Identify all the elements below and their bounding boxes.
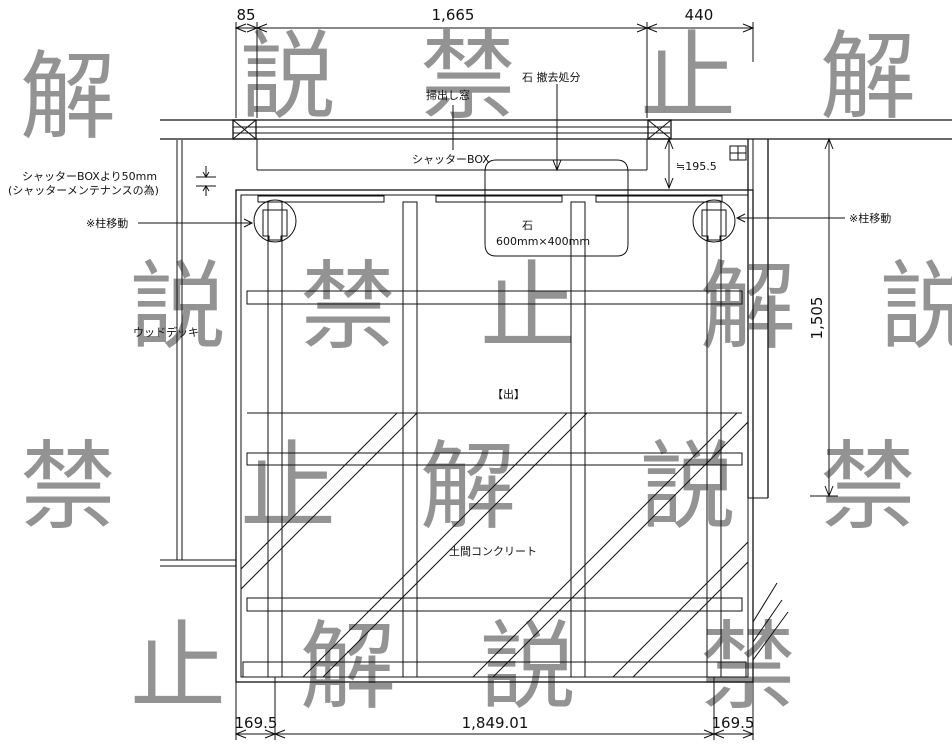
wood-deck-outline <box>160 140 236 567</box>
wall-post-right <box>647 119 672 140</box>
hatch-line <box>632 561 748 677</box>
watermark-glyph: 禁 <box>300 251 396 363</box>
watermark-glyph: 禁 <box>820 431 916 543</box>
dim-top-middle: 1,665 <box>432 6 475 24</box>
top-gutter <box>257 195 723 203</box>
watermark-glyph: 止 <box>240 431 336 543</box>
shutter-gap-dimension <box>196 166 216 196</box>
horizontal-beam-1 <box>246 290 743 305</box>
stone-label: 石 <box>522 219 533 232</box>
sash-window-label: 掃出し窓 <box>426 88 470 102</box>
shutter-box <box>256 139 648 171</box>
watermark-glyph: 解 <box>420 431 516 543</box>
stone-size-label: 600mm×400mm <box>496 235 590 248</box>
clearance-dimension <box>664 137 674 190</box>
shutter-box-label: シャッターBOX <box>412 153 490 166</box>
concrete-hatching <box>241 413 748 677</box>
dim-bottom-middle: 1,849.01 <box>462 714 529 732</box>
watermark-glyph: 止 <box>640 21 736 133</box>
side-diagonal-lines <box>752 582 789 661</box>
hatch-line <box>492 421 748 677</box>
watermark-glyph: 説 <box>240 21 336 133</box>
watermark-glyph: 解 <box>300 611 396 723</box>
watermark-glyph: 説 <box>880 251 952 363</box>
concrete-label: 土間コンクリート <box>449 545 537 558</box>
hatch-line <box>472 413 738 677</box>
hatch-line <box>322 413 588 677</box>
right-vertical-dimension <box>810 137 838 498</box>
column-move-right-label: ※柱移動 <box>849 211 891 225</box>
watermark-pattern: 解説禁止解説禁止解説禁止解説禁止解説禁 <box>20 21 952 723</box>
outlet-icon <box>729 145 747 161</box>
hatch-line <box>241 413 398 570</box>
wood-deck-label: ウッドデッキ <box>133 325 199 339</box>
shutter-note-2: (シャッターメンテナンスの為) <box>8 183 159 197</box>
rafter-center-right <box>570 201 586 678</box>
front-beam <box>242 661 747 678</box>
horizontal-beam-3 <box>246 597 743 612</box>
dim-top-left: 85 <box>236 6 255 24</box>
watermark-glyph: 説 <box>480 611 576 723</box>
rafter-center-left <box>402 201 418 678</box>
stone-outline <box>484 159 629 257</box>
stone-removal-label: 石 撤去処分 <box>522 70 581 84</box>
dim-bottom-right: 169.5 <box>712 714 755 732</box>
bottom-dimension-line <box>234 677 755 740</box>
clearance-label: ≒195.5 <box>676 160 717 173</box>
top-dimension-line <box>234 22 755 118</box>
watermark-glyph: 止 <box>480 251 576 363</box>
horizontal-beam-2 <box>246 452 743 466</box>
dim-bottom-left: 169.5 <box>235 714 278 732</box>
dim-right-vertical: 1,505 <box>808 297 826 340</box>
exit-label: 【出】 <box>492 387 525 401</box>
column-move-left-label: ※柱移動 <box>86 216 128 230</box>
watermark-glyph: 止 <box>130 611 226 723</box>
watermark-glyph: 解 <box>820 21 916 133</box>
dim-top-right: 440 <box>685 6 714 24</box>
watermark-glyph: 説 <box>130 251 226 363</box>
hatch-line <box>612 541 748 677</box>
column-left <box>253 199 297 243</box>
hatch-line <box>241 413 418 590</box>
column-right <box>692 199 736 243</box>
shutter-note-1: シャッターBOXより50mm <box>22 170 157 183</box>
watermark-glyph: 禁 <box>420 21 516 133</box>
watermark-glyph: 禁 <box>20 431 116 543</box>
watermark-glyph: 解 <box>20 41 116 153</box>
hatch-line <box>302 413 568 677</box>
wall-post-left <box>232 119 257 140</box>
